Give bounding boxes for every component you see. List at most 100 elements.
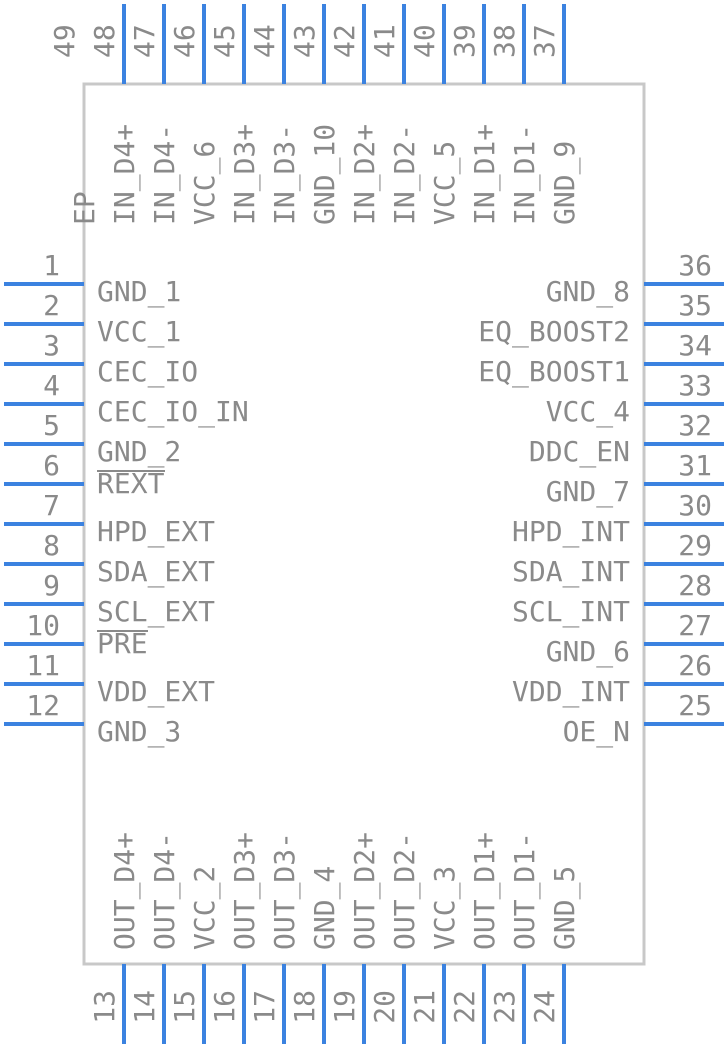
pin-number: 13	[88, 990, 121, 1024]
pin-number: 4	[43, 369, 60, 402]
pin-number: 15	[168, 990, 201, 1024]
pin-number: 19	[328, 990, 361, 1024]
pin-number: 10	[26, 609, 60, 642]
pin-number: 17	[248, 990, 281, 1024]
pin-number: 41	[368, 24, 401, 58]
pin-label: HPD_EXT	[97, 515, 215, 549]
pin-label: IN_D4+	[108, 124, 142, 225]
pin-number: 3	[43, 329, 60, 362]
pin-number: 49	[48, 24, 81, 58]
pin-number: 8	[43, 529, 60, 562]
pin-label: VCC_6	[188, 141, 222, 225]
pin-number: 45	[208, 24, 241, 58]
pin-label: GND_1	[97, 275, 181, 309]
pin-label: VCC_5	[428, 141, 462, 225]
pin-number: 2	[43, 289, 60, 322]
pin-number: 35	[678, 289, 712, 322]
pin-label: VCC_1	[97, 315, 181, 349]
pin-label: SCL_EXT	[97, 595, 215, 629]
pin-label: GND_5	[548, 866, 582, 950]
pin-number: 1	[43, 249, 60, 282]
pin-label: CEC_IO_IN	[97, 395, 249, 429]
pin-label: IN_D1+	[468, 124, 502, 225]
pin-label: OE_N	[563, 715, 630, 749]
pin-label: OUT_D4+	[108, 832, 142, 950]
pin-number: 21	[408, 990, 441, 1024]
pin-number: 24	[528, 990, 561, 1024]
pin-number: 30	[678, 489, 712, 522]
pin-number: 42	[328, 24, 361, 58]
pin-number: 28	[678, 569, 712, 602]
pin-number: 43	[288, 24, 321, 58]
pin-label: EQ_BOOST1	[478, 355, 630, 389]
pin-number: 20	[368, 990, 401, 1024]
pin-number: 40	[408, 24, 441, 58]
pin-number: 32	[678, 409, 712, 442]
pin-label: GND_10	[308, 124, 342, 225]
pin-label: GND_2	[97, 435, 181, 469]
pin-label: VDD_EXT	[97, 675, 215, 709]
pin-number: 16	[208, 990, 241, 1024]
pin-number: 37	[528, 24, 561, 58]
pin-label: OUT_D3+	[228, 832, 262, 950]
pin-label: PRE	[97, 627, 148, 660]
pin-label: GND_9	[548, 141, 582, 225]
pin-number: 48	[88, 24, 121, 58]
pin-label: IN_D1-	[508, 124, 542, 225]
pin-label: DDC_EN	[529, 435, 630, 469]
pin-label: OUT_D4-	[148, 832, 182, 950]
pin-label: SCL_INT	[512, 595, 630, 629]
pin-number: 22	[448, 990, 481, 1024]
pin-number: 11	[26, 649, 60, 682]
pin-number: 29	[678, 529, 712, 562]
pin-number: 5	[43, 409, 60, 442]
pin-number: 46	[168, 24, 201, 58]
pin-label: SDA_INT	[512, 555, 630, 589]
pin-label: IN_D2-	[388, 124, 422, 225]
pin-number: 14	[128, 990, 161, 1024]
pin-number: 26	[678, 649, 712, 682]
pin-number: 18	[288, 990, 321, 1024]
pin-label: HPD_INT	[512, 515, 630, 549]
pin-label: GND_8	[546, 275, 630, 309]
pin-number: 36	[678, 249, 712, 282]
pin-number: 6	[43, 449, 60, 482]
pin-number: 39	[448, 24, 481, 58]
pin-label: GND_3	[97, 715, 181, 749]
pin-label: VCC_4	[546, 395, 630, 429]
pin-label: OUT_D1-	[508, 832, 542, 950]
pin-label: OUT_D2-	[388, 832, 422, 950]
pin-number: 23	[488, 990, 521, 1024]
pin-label: GND_7	[546, 475, 630, 509]
pin-number: 44	[248, 24, 281, 58]
pin-number: 31	[678, 449, 712, 482]
pin-label: OUT_D2+	[348, 832, 382, 950]
pin-label: CEC_IO	[97, 355, 198, 389]
pin-number: 12	[26, 689, 60, 722]
pin-number: 38	[488, 24, 521, 58]
pin-label: OUT_D3-	[268, 832, 302, 950]
pin-label: SDA_EXT	[97, 555, 215, 589]
pin-label: REXT	[97, 467, 165, 500]
pin-number: 27	[678, 609, 712, 642]
pin-number: 47	[128, 24, 161, 58]
pin-label: VDD_INT	[512, 675, 630, 709]
pin-number: 9	[43, 569, 60, 602]
pin-label: IN_D3+	[228, 124, 262, 225]
pin-label: IN_D2+	[348, 124, 382, 225]
pin-label: GND_4	[308, 866, 342, 950]
pin-label: IN_D4-	[148, 124, 182, 225]
pin-label: VCC_2	[188, 866, 222, 950]
pin-number: 7	[43, 489, 60, 522]
pin-label: EP	[68, 191, 101, 225]
pin-label: IN_D3-	[268, 124, 302, 225]
pin-number: 33	[678, 369, 712, 402]
pin-label: VCC_3	[428, 866, 462, 950]
pin-label: GND_6	[546, 635, 630, 669]
pin-number: 25	[678, 689, 712, 722]
pin-number: 34	[678, 329, 712, 362]
pin-label: EQ_BOOST2	[478, 315, 630, 349]
